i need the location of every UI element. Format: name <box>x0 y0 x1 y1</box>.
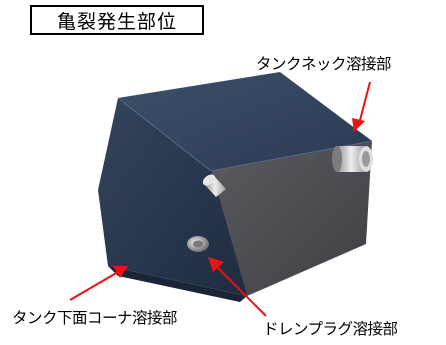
tank-top-face <box>118 72 372 171</box>
tank-front-face <box>98 98 247 296</box>
label-drain-plug: ドレンプラグ溶接部 <box>263 320 398 338</box>
arrow-tank-bottom-corner <box>69 266 128 301</box>
arrow-tank-neck <box>352 81 371 132</box>
label-tank-bottom-corner: タンク下面コーナ溶接部 <box>12 309 178 327</box>
title: 亀裂発生部位 <box>56 10 177 33</box>
arrow-drain-plug <box>208 257 267 317</box>
title-box: 亀裂発生部位 <box>30 5 204 35</box>
tank-right-face <box>211 141 372 296</box>
tank-bottom-corner <box>108 266 247 302</box>
drain-plug <box>187 236 209 252</box>
top-fitting <box>202 174 226 197</box>
tank-neck-fitting <box>332 146 373 172</box>
label-tank-neck: タンクネック溶接部 <box>256 55 392 73</box>
tank <box>98 72 373 302</box>
